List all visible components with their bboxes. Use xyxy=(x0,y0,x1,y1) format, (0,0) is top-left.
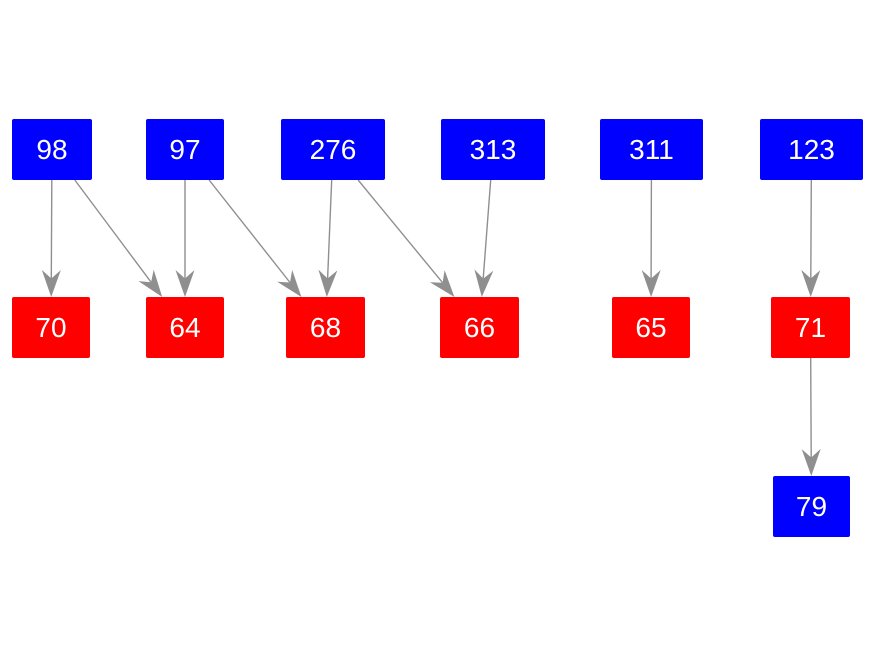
edge-arrowhead-276-68 xyxy=(318,269,338,297)
node-label: 79 xyxy=(795,490,828,522)
graph-node-66[interactable]: 66 xyxy=(440,297,519,358)
node-label: 97 xyxy=(169,133,201,165)
graph-node-79[interactable]: 79 xyxy=(773,476,850,537)
edge-line-97-68 xyxy=(208,179,291,283)
node-label: 98 xyxy=(36,133,68,165)
node-label: 276 xyxy=(309,133,357,165)
node-label: 68 xyxy=(309,311,342,343)
graph-node-276[interactable]: 276 xyxy=(281,119,385,180)
edge-arrowhead-311-65 xyxy=(641,270,661,297)
graph-node-65[interactable]: 65 xyxy=(612,297,690,358)
graph-node-313[interactable]: 313 xyxy=(441,119,545,180)
graph-node-71[interactable]: 71 xyxy=(771,297,850,358)
edge-arrowhead-98-64 xyxy=(138,269,163,297)
node-label: 71 xyxy=(794,311,827,343)
graph-node-64[interactable]: 64 xyxy=(146,297,224,358)
edge-arrowhead-97-64 xyxy=(175,270,195,297)
graph-node-311[interactable]: 311 xyxy=(600,119,703,180)
edge-arrowhead-276-66 xyxy=(429,270,455,297)
graph-node-68[interactable]: 68 xyxy=(286,297,365,358)
edge-arrowhead-71-79 xyxy=(801,448,821,476)
node-label: 123 xyxy=(788,133,835,165)
edge-line-276-66 xyxy=(357,179,444,284)
node-label: 70 xyxy=(35,311,67,343)
edge-arrowhead-97-68 xyxy=(277,269,302,297)
graph-node-98[interactable]: 98 xyxy=(12,119,92,180)
edge-line-98-64 xyxy=(74,179,152,283)
edge-line-276-68 xyxy=(326,179,333,279)
edge-arrowhead-98-70 xyxy=(41,269,61,297)
graph-node-97[interactable]: 97 xyxy=(146,119,224,180)
edge-line-71-79 xyxy=(810,357,812,458)
edge-line-98-70 xyxy=(50,179,53,279)
node-label: 65 xyxy=(635,311,667,343)
node-label: 311 xyxy=(629,133,674,165)
edge-arrowhead-313-66 xyxy=(474,269,494,297)
graph-node-70[interactable]: 70 xyxy=(12,297,90,358)
edge-line-313-66 xyxy=(482,179,492,279)
node-label: 64 xyxy=(169,311,201,343)
edge-line-123-71 xyxy=(810,179,812,279)
graph-node-123[interactable]: 123 xyxy=(760,119,863,180)
edge-arrowhead-123-71 xyxy=(801,269,821,297)
node-label: 313 xyxy=(469,133,517,165)
node-label: 66 xyxy=(463,311,496,343)
